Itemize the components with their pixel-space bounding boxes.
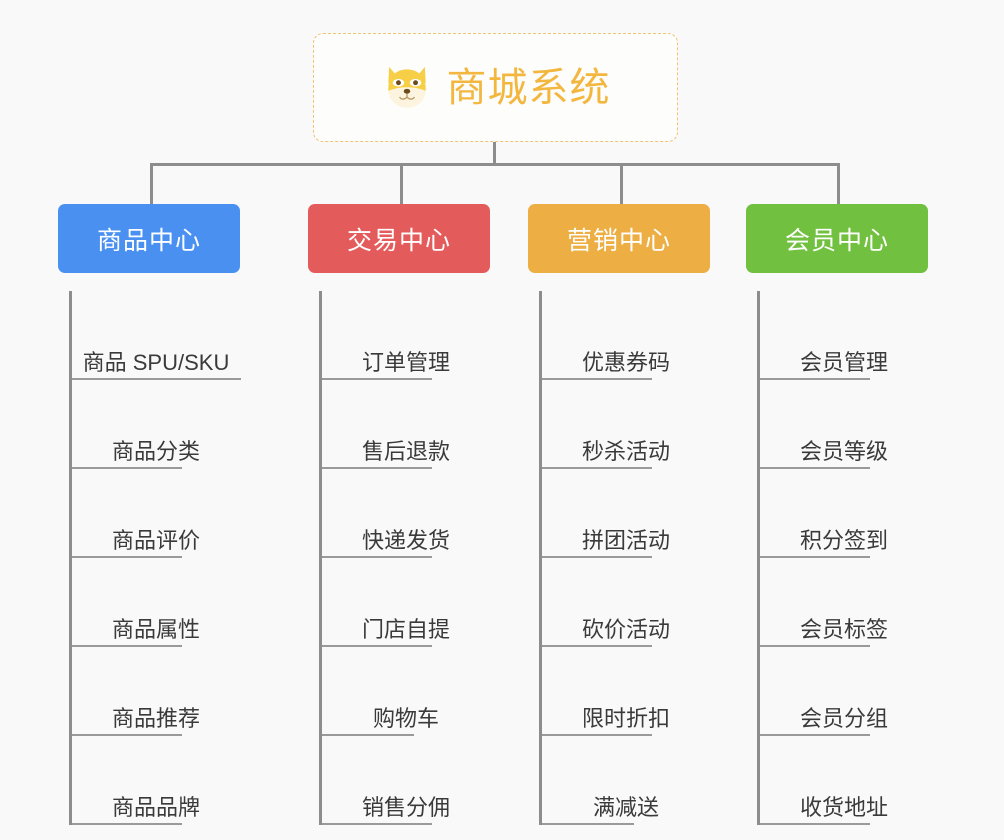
leaf-label: 满减送 (592, 794, 659, 820)
leaf-underline (72, 556, 183, 558)
connector-horizontal-bar (150, 163, 840, 166)
category-label-1: 商品中心 (96, 226, 201, 255)
leaf-label: 会员标签 (799, 616, 888, 642)
leaf-item[interactable]: 商品属性 (72, 558, 240, 647)
leaf-item[interactable]: 秒杀活动 (542, 380, 710, 469)
leaf-label: 商品属性 (111, 616, 200, 642)
branch-column-2: 交易中心 订单管理 售后退款 快递发货 门店自提 购物车 销售分佣 (308, 204, 490, 825)
leaf-list-1: 商品 SPU/SKU 商品分类 商品评价 商品属性 商品推荐 商品品牌 (69, 291, 241, 825)
leaf-item[interactable]: 商品评价 (72, 469, 240, 558)
leaf-label: 售后退款 (361, 438, 450, 464)
connector-drop-4 (837, 163, 840, 204)
leaf-underline (72, 823, 183, 825)
leaf-item[interactable]: 积分签到 (760, 469, 928, 558)
leaf-list-2: 订单管理 售后退款 快递发货 门店自提 购物车 销售分佣 (319, 291, 490, 825)
leaf-item[interactable]: 门店自提 (322, 558, 490, 647)
leaf-label: 砍价活动 (581, 616, 670, 642)
leaf-item[interactable]: 售后退款 (322, 380, 490, 469)
leaf-item[interactable]: 砍价活动 (542, 558, 710, 647)
leaf-label: 商品分类 (111, 438, 200, 464)
leaf-label: 优惠券码 (581, 349, 670, 375)
leaf-label: 销售分佣 (361, 794, 450, 820)
root-node[interactable]: 商城系统 (313, 33, 678, 142)
leaf-item[interactable]: 商品分类 (72, 380, 240, 469)
leaf-underline (542, 823, 634, 825)
leaf-underline (322, 645, 433, 647)
leaf-underline (542, 645, 653, 647)
leaf-item[interactable]: 拼团活动 (542, 469, 710, 558)
leaf-item[interactable]: 销售分佣 (322, 736, 490, 825)
leaf-underline (760, 645, 871, 647)
leaf-item[interactable]: 订单管理 (322, 291, 490, 380)
category-label-2: 交易中心 (346, 226, 451, 255)
leaf-label: 购物车 (372, 705, 439, 731)
leaf-underline (72, 378, 241, 380)
leaf-label: 会员分组 (799, 705, 888, 731)
leaf-label: 会员等级 (799, 438, 888, 464)
leaf-item[interactable]: 会员分组 (760, 647, 928, 736)
leaf-underline (322, 467, 433, 469)
leaf-item[interactable]: 会员标签 (760, 558, 928, 647)
connector-drop-3 (620, 163, 623, 204)
branch-column-3: 营销中心 优惠券码 秒杀活动 拼团活动 砍价活动 限时折扣 满减送 (528, 204, 710, 825)
leaf-label: 订单管理 (361, 349, 450, 375)
leaf-item[interactable]: 限时折扣 (542, 647, 710, 736)
leaf-item[interactable]: 快递发货 (322, 469, 490, 558)
category-label-3: 营销中心 (566, 226, 671, 255)
leaf-underline (72, 645, 183, 647)
leaf-underline (322, 556, 433, 558)
leaf-item[interactable]: 满减送 (542, 736, 710, 825)
leaf-label: 商品品牌 (111, 794, 200, 820)
category-label-4: 会员中心 (784, 226, 889, 255)
leaf-label: 快递发货 (361, 527, 450, 553)
leaf-underline (760, 467, 871, 469)
category-box-2[interactable]: 交易中心 (308, 204, 490, 273)
leaf-item[interactable]: 会员等级 (760, 380, 928, 469)
shiba-dog-face-icon (387, 66, 426, 107)
leaf-underline (72, 467, 183, 469)
leaf-item[interactable]: 商品品牌 (72, 736, 240, 825)
leaf-underline (322, 823, 433, 825)
leaf-underline (72, 734, 183, 736)
category-box-3[interactable]: 营销中心 (528, 204, 710, 273)
leaf-underline (760, 378, 871, 380)
branch-column-4: 会员中心 会员管理 会员等级 积分签到 会员标签 会员分组 收货地址 (746, 204, 928, 825)
connector-drop-1 (150, 163, 153, 204)
leaf-label: 商品 SPU/SKU (82, 349, 230, 375)
leaf-underline (760, 734, 871, 736)
leaf-label: 商品评价 (111, 527, 200, 553)
leaf-underline (322, 734, 414, 736)
leaf-label: 商品推荐 (111, 705, 200, 731)
leaf-underline (760, 823, 871, 825)
category-box-4[interactable]: 会员中心 (746, 204, 928, 273)
leaf-label: 会员管理 (799, 349, 888, 375)
leaf-list-4: 会员管理 会员等级 积分签到 会员标签 会员分组 收货地址 (757, 291, 928, 825)
leaf-item[interactable]: 收货地址 (760, 736, 928, 825)
connector-drop-2 (400, 163, 403, 204)
branch-column-1: 商品中心 商品 SPU/SKU 商品分类 商品评价 商品属性 商品推荐 商品品牌 (58, 204, 241, 825)
root-title: 商城系统 (446, 65, 611, 110)
leaf-underline (542, 378, 653, 380)
leaf-underline (760, 556, 871, 558)
leaf-label: 限时折扣 (581, 705, 670, 731)
connector-root-stem (493, 142, 496, 164)
leaf-item[interactable]: 购物车 (322, 647, 490, 736)
leaf-label: 收货地址 (799, 794, 888, 820)
leaf-underline (542, 734, 653, 736)
leaf-list-3: 优惠券码 秒杀活动 拼团活动 砍价活动 限时折扣 满减送 (539, 291, 710, 825)
leaf-label: 门店自提 (361, 616, 450, 642)
leaf-item[interactable]: 会员管理 (760, 291, 928, 380)
leaf-item[interactable]: 商品 SPU/SKU (72, 291, 241, 380)
leaf-underline (542, 467, 653, 469)
leaf-item[interactable]: 优惠券码 (542, 291, 710, 380)
leaf-underline (322, 378, 433, 380)
leaf-underline (542, 556, 653, 558)
leaf-label: 秒杀活动 (581, 438, 670, 464)
leaf-label: 积分签到 (799, 527, 888, 553)
leaf-item[interactable]: 商品推荐 (72, 647, 240, 736)
category-box-1[interactable]: 商品中心 (58, 204, 240, 273)
leaf-label: 拼团活动 (581, 527, 670, 553)
